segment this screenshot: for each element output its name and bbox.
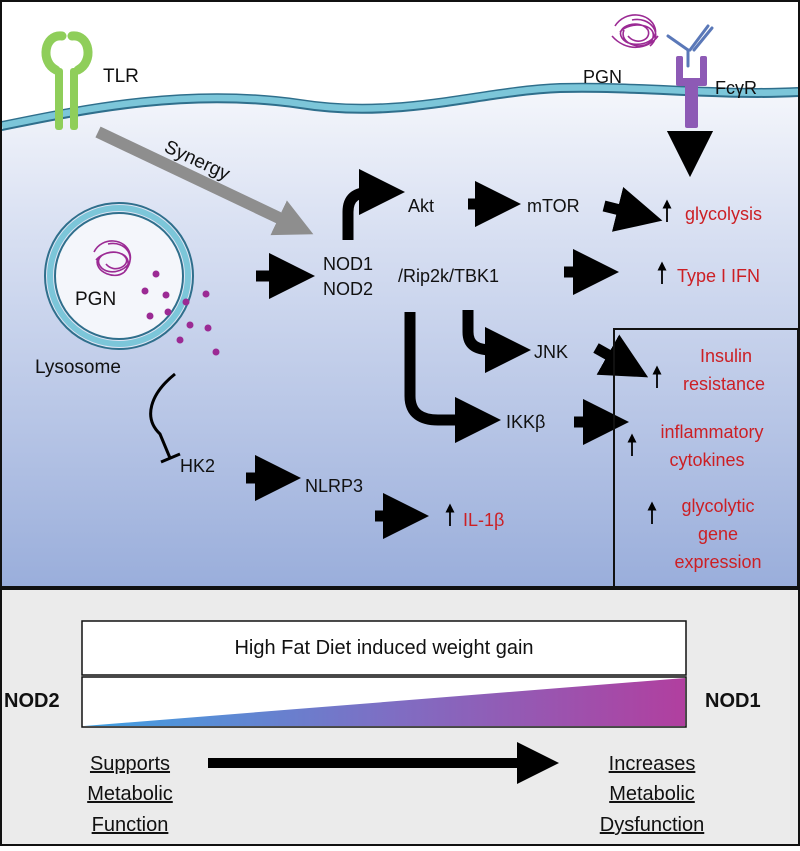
ikkb-label: IKKβ xyxy=(506,412,545,432)
pgn-top-label: PGN xyxy=(583,67,622,87)
right-caption-2: Metabolic xyxy=(609,783,695,805)
glycolytic-label-2: gene xyxy=(698,524,738,544)
jnk-label: JNK xyxy=(534,342,568,362)
nod1-label: NOD1 xyxy=(323,254,373,274)
rip2k-tbk1-label: /Rip2k/TBK1 xyxy=(398,266,499,286)
left-caption-2: Metabolic xyxy=(87,783,173,805)
tlr-label: TLR xyxy=(103,66,139,87)
insulin-label-1: Insulin xyxy=(700,346,752,366)
pgn-scribble-icon xyxy=(611,14,659,49)
lysosome-icon xyxy=(44,202,194,350)
left-caption-3: Function xyxy=(92,814,169,836)
left-caption-1: Supports xyxy=(90,753,170,775)
type-i-ifn-label: Type I IFN xyxy=(677,266,760,286)
cell-interior xyxy=(2,91,798,586)
nod-gradient-wedge xyxy=(84,678,685,726)
nod2-label: NOD2 xyxy=(323,279,373,299)
glycolytic-label-3: expression xyxy=(674,552,761,572)
pgn-lysosome-label: PGN xyxy=(75,289,116,310)
right-caption-3: Dysfunction xyxy=(600,814,705,836)
left-caption: Supports Metabolic Function xyxy=(87,753,173,836)
fcgr-label: FcγR xyxy=(715,78,757,98)
nlrp3-label: NLRP3 xyxy=(305,476,363,496)
nod1-bottom-label: NOD1 xyxy=(705,690,761,712)
fcgr-receptor-icon xyxy=(676,56,707,128)
hfd-label: High Fat Diet induced weight gain xyxy=(234,637,533,659)
arrow-nod-to-ikkb xyxy=(404,312,502,444)
glycolysis-label: glycolysis xyxy=(685,204,762,224)
antibody-icon xyxy=(666,24,714,68)
cytokines-label-2: cytokines xyxy=(669,450,744,470)
arrow-rip-to-jnk xyxy=(462,310,532,374)
hk2-label: HK2 xyxy=(180,456,215,476)
top-panel-border xyxy=(0,0,800,588)
pgn-fragment-dots xyxy=(141,270,220,356)
akt-label: Akt xyxy=(408,196,434,216)
nod2-bottom-label: NOD2 xyxy=(4,690,60,712)
arrow-nod-to-akt xyxy=(342,168,406,240)
inhibition-bar xyxy=(160,452,181,464)
synergy-arrow xyxy=(95,126,314,236)
tlr-receptor-icon xyxy=(41,31,93,130)
mtor-label: mTOR xyxy=(527,196,580,216)
inhibition-line xyxy=(149,372,176,459)
glycolytic-label-1: glycolytic xyxy=(681,496,754,516)
arrow-jnk-to-outcomes xyxy=(593,334,649,378)
up-arrows xyxy=(445,199,672,526)
cytokines-label-1: inflammatory xyxy=(660,422,763,442)
insulin-label-2: resistance xyxy=(683,374,765,394)
arrow-mtor-to-glycolysis xyxy=(602,186,663,232)
right-caption: Increases Metabolic Dysfunction xyxy=(600,753,705,836)
pgn-lysosome-scribble-icon xyxy=(93,240,131,276)
right-caption-1: Increases xyxy=(609,753,696,775)
hfd-bar xyxy=(81,620,687,676)
il1b-label: IL-1β xyxy=(463,510,504,530)
lysosome-label: Lysosome xyxy=(35,357,121,378)
cell-membrane xyxy=(1,82,799,131)
